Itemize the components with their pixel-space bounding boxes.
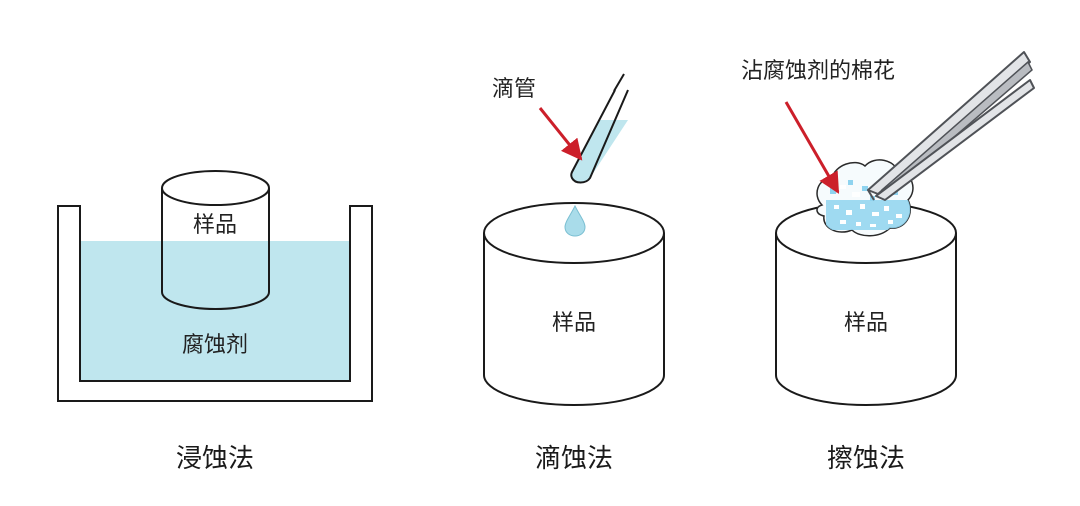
wipe-panel: 沾腐蚀剂的棉花 样品 擦蚀法 <box>741 51 1035 474</box>
dropper-label: 滴管 <box>492 77 536 102</box>
etchant-liquid <box>80 241 350 381</box>
wipe-sample-label: 样品 <box>844 311 888 336</box>
cotton-pointer-arrow <box>784 101 840 194</box>
immersion-container <box>57 205 373 402</box>
dropper-pointer-arrow <box>538 107 583 161</box>
cotton-label: 沾腐蚀剂的棉花 <box>741 59 895 84</box>
wipe-caption: 擦蚀法 <box>827 444 905 474</box>
droplet <box>564 204 586 237</box>
tweezers-icon <box>867 51 1035 201</box>
dropper-icon <box>570 73 629 184</box>
immersion-panel: 样品 腐蚀剂 浸蚀法 <box>57 170 373 474</box>
immersion-sample-label: 样品 <box>193 213 237 238</box>
drop-caption: 滴蚀法 <box>535 444 613 474</box>
immersion-caption: 浸蚀法 <box>176 444 254 474</box>
immersion-sample-cylinder <box>161 170 270 310</box>
etchant-label: 腐蚀剂 <box>182 333 248 358</box>
drop-panel: 滴管 样品 滴蚀法 <box>483 73 665 474</box>
drop-sample-label: 样品 <box>552 311 596 336</box>
